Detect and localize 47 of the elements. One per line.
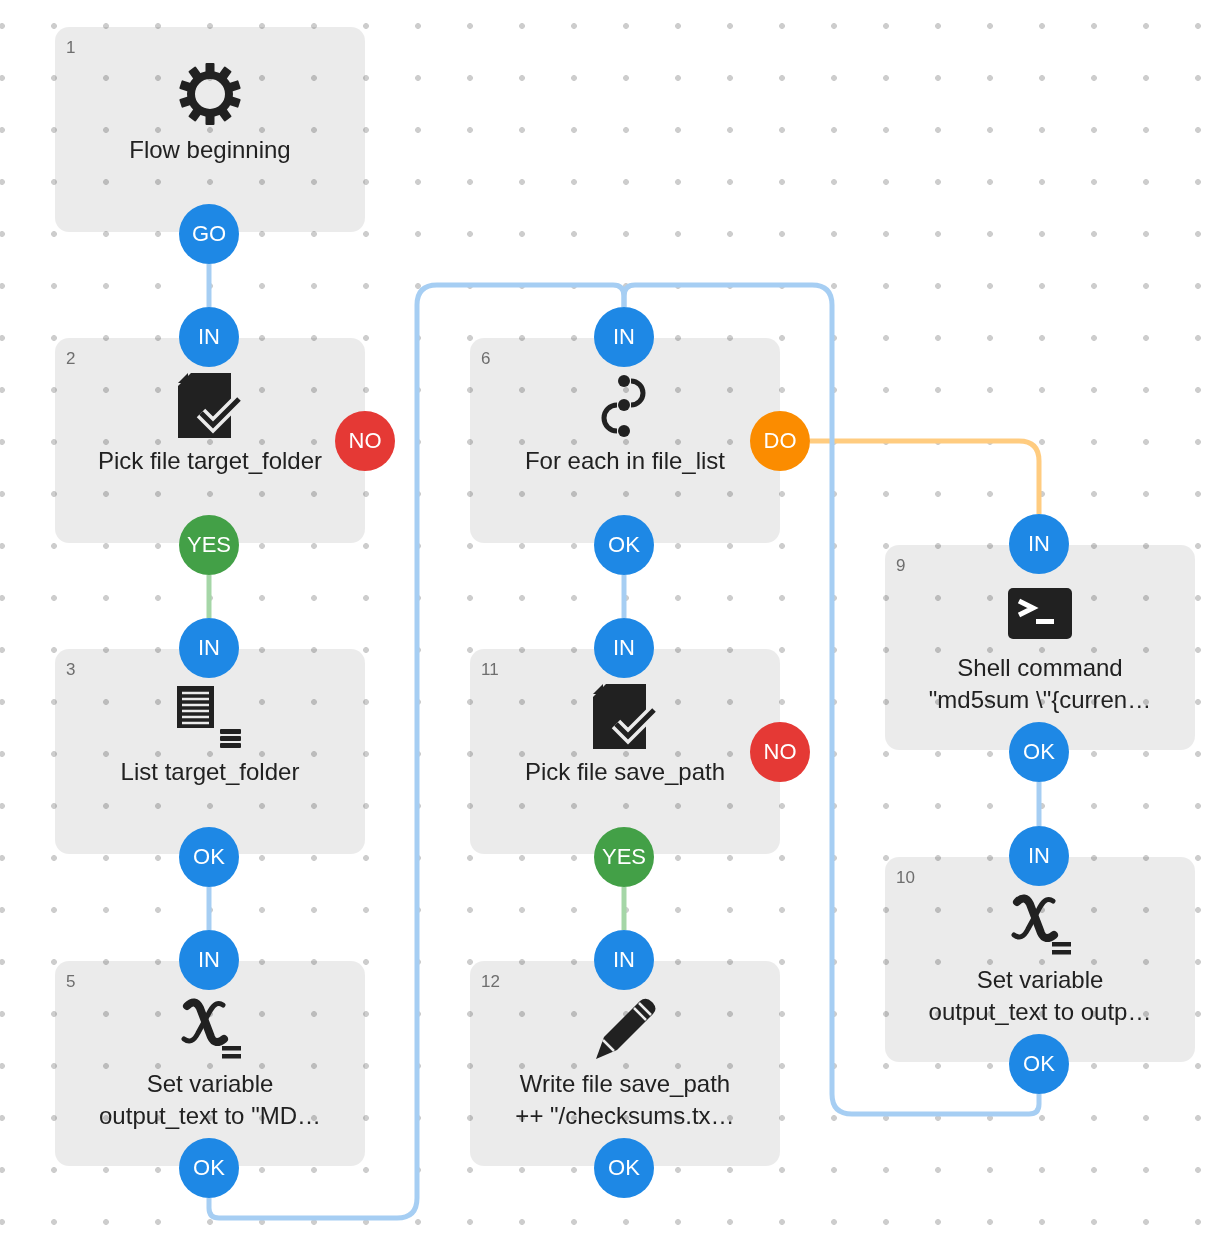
connector-line	[1036, 782, 1042, 826]
connector-line	[206, 575, 212, 618]
block-title: Flow beginning	[129, 135, 291, 165]
connector-line	[621, 575, 627, 618]
connection-port: NO	[335, 411, 395, 471]
block-title: Pick file save_path	[524, 757, 726, 787]
connection-port: NO	[750, 722, 810, 782]
connection-port: OK	[1009, 722, 1069, 782]
connection-port: IN	[594, 307, 654, 367]
block-number: 12	[481, 972, 500, 992]
block-number: 11	[481, 660, 499, 680]
block-number: 1	[66, 38, 76, 58]
connector-line	[810, 438, 1042, 514]
block-title: Set variable output_text to outp…	[927, 965, 1153, 1027]
connection-port: IN	[179, 618, 239, 678]
block-title: Shell command "md5sum \"{curren…	[927, 653, 1153, 715]
connection-port: YES	[594, 827, 654, 887]
connector-line	[206, 264, 212, 307]
connection-port: OK	[179, 1138, 239, 1198]
connection-port: GO	[179, 204, 239, 264]
connection-port: IN	[179, 930, 239, 990]
connection-port: IN	[1009, 514, 1069, 574]
block-number: 5	[66, 972, 76, 992]
connector-line	[206, 887, 212, 930]
connection-port: YES	[179, 515, 239, 575]
block-title: Pick file target_folder	[97, 446, 323, 476]
connection-port: IN	[1009, 826, 1069, 886]
block-title: Set variable output_text to "MD…	[98, 1069, 322, 1131]
connector-line	[621, 282, 1042, 1117]
connection-port: DO	[750, 411, 810, 471]
connection-port: IN	[594, 930, 654, 990]
connection-port: OK	[1009, 1034, 1069, 1094]
block-number: 9	[896, 556, 906, 576]
connection-port: IN	[594, 618, 654, 678]
connection-port: OK	[179, 827, 239, 887]
block-title: Write file save_path ++ "/checksums.tx…	[514, 1069, 736, 1131]
block-number: 6	[481, 349, 491, 369]
block-number: 3	[66, 660, 76, 680]
block-number: 2	[66, 349, 76, 369]
connection-port: OK	[594, 515, 654, 575]
block-number: 10	[896, 868, 915, 888]
connector-line	[621, 887, 627, 930]
block-title: List target_folder	[120, 757, 300, 787]
block-title: For each in file_list	[524, 446, 726, 476]
connector-line	[206, 282, 627, 1221]
connection-port: OK	[594, 1138, 654, 1198]
connection-port: IN	[179, 307, 239, 367]
